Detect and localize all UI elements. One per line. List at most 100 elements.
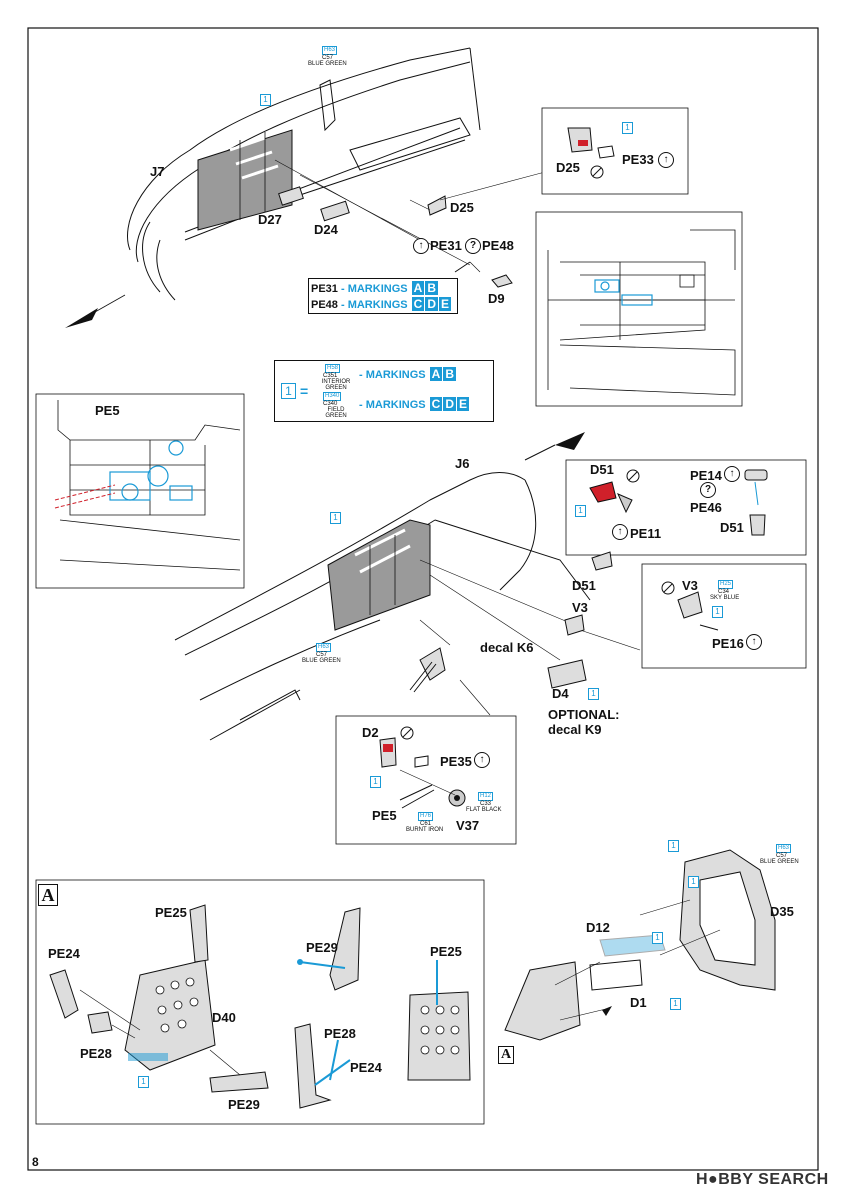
label-d40: D40 — [212, 1010, 236, 1025]
red-part — [578, 140, 588, 146]
label-d12: D12 — [586, 920, 610, 935]
paint-code-c57: C57 — [776, 853, 788, 859]
d4-part — [547, 659, 587, 689]
belt-pe28 — [87, 1011, 113, 1034]
pe48-part: PE48 — [311, 299, 338, 311]
paint-code-h58: H58 — [325, 364, 341, 373]
fold-icon: ↑ — [658, 152, 674, 168]
label-pe24-side: PE24 — [350, 1060, 382, 1075]
seat-back-view — [407, 991, 471, 1081]
label-d24: D24 — [314, 222, 338, 237]
paint-code-c340: C340 — [323, 401, 338, 407]
paint-code-h25: H25 — [718, 580, 734, 589]
seat-side-1 — [329, 907, 361, 991]
belt-pe25 — [189, 904, 209, 963]
label-d25-inset: D25 — [556, 160, 580, 175]
label-v3-inset: V3 — [682, 578, 698, 593]
watermark-logo: H●BBY SEARCH — [696, 1171, 829, 1188]
section-a-marker-right: A — [498, 1046, 514, 1064]
label-d9: D9 — [488, 291, 505, 306]
paint-code-c34: C34 — [718, 589, 730, 595]
label-pe28: PE28 — [80, 1046, 112, 1061]
frame-d1 — [589, 959, 643, 991]
inset-pe5 — [35, 393, 245, 589]
paint-code-h12: H12 — [478, 792, 494, 801]
seat-d40 — [124, 959, 216, 1071]
legend-key: 1 — [281, 383, 296, 399]
label-v3: V3 — [572, 600, 588, 615]
label-pe16: PE16 — [712, 636, 744, 651]
seat-side-2 — [294, 1023, 332, 1109]
label-pe14: PE14 — [690, 468, 722, 483]
question-icon: ? — [700, 482, 716, 498]
marking-letter: D — [443, 397, 457, 411]
fold-icon: ↑ — [724, 466, 740, 482]
paint-code-c57: C57 — [316, 652, 328, 658]
paint-name-blue-green: BLUE GREEN — [302, 658, 341, 664]
d24-part — [320, 200, 350, 222]
label-decal-k9: decal K9 — [548, 722, 602, 737]
legend-box: 1 = H58 C351 INTERIOR GREEN H340 C340 FI… — [274, 360, 494, 422]
d27-part — [278, 186, 304, 206]
paint-name-sky-blue: SKY BLUE — [710, 595, 740, 601]
fold-icon: ↑ — [413, 238, 429, 254]
fuselage-j7-drawing — [127, 47, 481, 301]
label-pe11: PE11 — [630, 526, 662, 541]
inset-cockpit-view — [535, 211, 743, 407]
label-j6: J6 — [455, 456, 470, 471]
paint-name-interior-green: INTERIOR GREEN — [321, 379, 351, 391]
pe31-part: PE31 — [311, 283, 338, 295]
paint-code-c351: C351 — [323, 373, 338, 379]
paint-key-1: 1 — [688, 876, 699, 888]
label-v37: V37 — [456, 818, 480, 833]
paint-code-c33: C33 — [480, 801, 492, 807]
label-pe29: PE29 — [228, 1097, 260, 1112]
label-pe5: PE5 — [372, 808, 397, 823]
label-d51: D51 — [590, 462, 614, 477]
paint-key-1: 1 — [138, 1076, 149, 1088]
label-pe24: PE24 — [48, 946, 80, 961]
label-d51-b: D51 — [720, 520, 744, 535]
fold-icon: ↑ — [474, 752, 490, 768]
paint-name-flat-black: FLAT BLACK — [466, 807, 502, 813]
label-pe48: PE48 — [482, 238, 514, 253]
paint-name-blue-green: BLUE GREEN — [760, 859, 799, 865]
label-d4: D4 — [552, 686, 569, 701]
label-d25-main: D25 — [450, 200, 474, 215]
marking-letter: B — [425, 281, 438, 295]
label-pe35: PE35 — [440, 754, 472, 769]
label-d27: D27 — [258, 212, 282, 227]
marking-letter: B — [443, 367, 457, 381]
inset-pe5-blue — [109, 440, 193, 501]
marking-letter: A — [429, 367, 443, 381]
label-pe29-side: PE29 — [306, 940, 338, 955]
inset-d2 — [335, 715, 517, 845]
direction-arrow-left — [65, 308, 98, 328]
label-optional: OPTIONAL: — [548, 707, 620, 722]
marking-letter: D — [425, 297, 438, 311]
marking-letter: A — [411, 281, 425, 295]
paint-key-1: 1 — [668, 840, 679, 852]
marking-letter: C — [429, 397, 443, 411]
markings-text: - MARKINGS — [340, 299, 408, 311]
j6-panel — [327, 519, 431, 631]
page-number: 8 — [32, 1155, 39, 1169]
label-pe5-inset: PE5 — [95, 403, 120, 418]
label-pe25-back: PE25 — [430, 944, 462, 959]
section-a-box — [35, 879, 485, 1125]
inset-d25 — [541, 107, 689, 195]
inset-blue-parts — [594, 279, 653, 306]
paint-key-1: 1 — [712, 606, 723, 618]
label-d51-c: D51 — [572, 578, 596, 593]
fold-icon: ↑ — [746, 634, 762, 650]
paint-code-c61: C61 — [420, 821, 432, 827]
paint-code-c57: C57 — [322, 55, 334, 61]
page-border — [27, 27, 819, 1171]
paint-name-blue-green: BLUE GREEN — [308, 61, 347, 67]
direction-arrow-right — [555, 432, 585, 450]
label-d35: D35 — [770, 904, 794, 919]
